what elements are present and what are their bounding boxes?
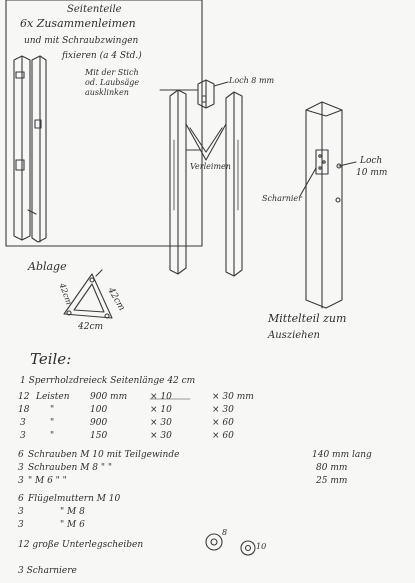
hinge-label: Scharnier <box>262 194 302 203</box>
screw-text: Schrauben M 8 " " <box>28 463 113 473</box>
side-parts-box <box>5 0 203 247</box>
row-a: 100 <box>90 405 108 415</box>
tray-side-c: 42cm <box>78 322 104 332</box>
row-a: 150 <box>90 431 108 441</box>
screw-qty: 3 <box>18 463 24 473</box>
row-b: × 10 <box>150 405 172 415</box>
tray-title: Ablage <box>28 260 67 273</box>
saw-note-line2: od. Laubsäge <box>85 78 140 87</box>
washers-line: 12 große Unterlegscheiben <box>18 540 144 550</box>
screw-length: 80 mm <box>316 463 348 473</box>
nut-text: Flügelmuttern M 10 <box>28 494 121 504</box>
row-item: " <box>50 418 55 428</box>
side-box-line1: 6x Zusammenleimen <box>20 17 136 30</box>
row-c: × 30 mm <box>212 392 254 402</box>
nut-text: " M 8 <box>60 507 85 517</box>
screw-text: " M 6 " " <box>28 476 67 486</box>
row-qty: 3 <box>20 418 26 428</box>
row-b: × 30 <box>150 418 172 428</box>
side-box-title: Seitenteile <box>67 4 122 15</box>
row-qty: 18 <box>18 405 30 415</box>
row-c: × 60 <box>212 418 234 428</box>
screw-text: Schrauben M 10 mit Teilgewinde <box>28 450 180 460</box>
washer-sketch <box>205 533 256 556</box>
parts-heading: Teile: <box>30 350 72 368</box>
hole-8mm-label: Loch 8 mm <box>229 76 275 85</box>
row-item: Leisten <box>36 392 70 402</box>
side-part-sketch <box>13 55 47 243</box>
side-box-line3: fixieren (a 4 Std.) <box>62 51 142 61</box>
row-item: " <box>50 431 55 441</box>
nut-text: " M 6 <box>60 520 85 530</box>
screw-length: 140 mm lang <box>312 450 372 460</box>
tray-sketch <box>63 269 113 319</box>
side-box-line2: und mit Schraubzwingen <box>24 36 139 46</box>
screw-qty: 3 <box>18 476 24 486</box>
nut-qty: 6 <box>18 494 24 504</box>
screw-length: 25 mm <box>316 476 348 486</box>
washer-size-8: 8 <box>222 528 228 537</box>
nut-qty: 3 <box>18 520 24 530</box>
nut-qty: 3 <box>18 507 24 517</box>
saw-note-line3: ausklinken <box>85 88 129 97</box>
center-frame-sketch <box>159 79 243 277</box>
saw-note-line1: Mit der Stich <box>85 68 139 77</box>
hole-10mm-label-1: Loch <box>360 156 383 166</box>
hinges-line: 3 Scharniere <box>18 566 77 576</box>
row-a: 900 <box>90 418 108 428</box>
row-qty: 3 <box>20 431 26 441</box>
parts-intro: 1 Sperrholzdreieck Seitenlänge 42 cm <box>20 376 196 386</box>
middle-part-sketch <box>299 101 357 309</box>
row-item: " <box>50 405 55 415</box>
hole-10mm-label-2: 10 mm <box>356 168 388 178</box>
glue-label: Verleimen <box>190 162 231 171</box>
washer-size-10: 10 <box>256 542 267 551</box>
row-b: × 10 <box>150 392 172 402</box>
middle-part-caption-2: Ausziehen <box>268 330 320 341</box>
middle-part-caption-1: Mittelteil zum <box>268 312 347 325</box>
row-c: × 30 <box>212 405 234 415</box>
screw-qty: 6 <box>18 450 24 460</box>
row-c: × 60 <box>212 431 234 441</box>
row-b: × 30 <box>150 431 172 441</box>
row-a: 900 mm <box>90 392 128 402</box>
row-qty: 12 <box>18 392 30 402</box>
